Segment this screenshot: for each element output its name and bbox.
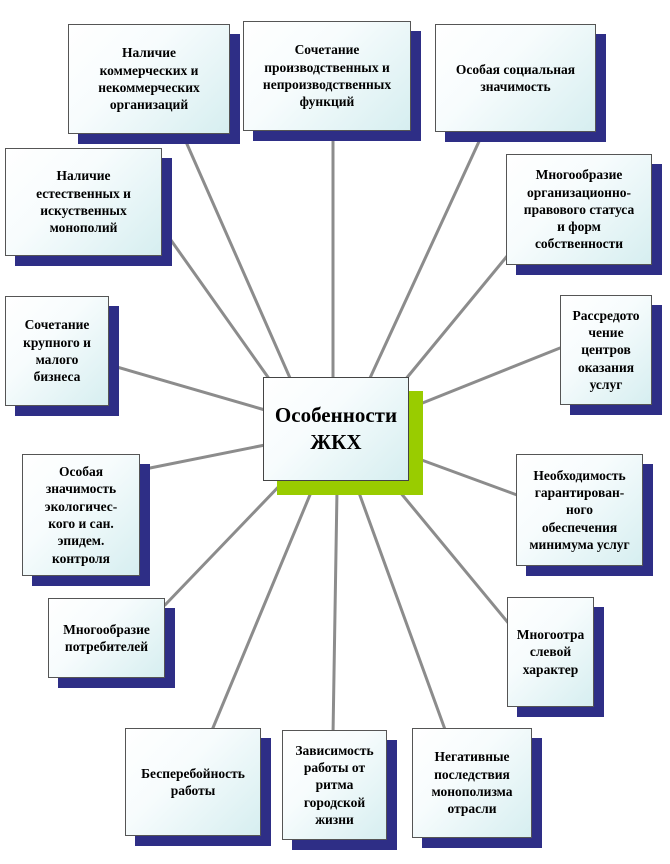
box: Сочетание крупного и малого бизнеса [5,296,109,406]
connector-n10 [163,478,287,607]
feature-label: Негативные последствия монополизма отрас… [431,749,513,817]
connector-n13 [331,488,339,737]
connector-n12 [208,488,314,737]
connector-n7 [408,346,562,410]
box: Сочетание производственных и непроизводс… [243,21,411,131]
feature-label: Многообразие организационно- правового с… [523,167,635,252]
box: Зависимость работы от ритма городской жи… [282,730,387,840]
feature-label: Особая социальная значимость [455,61,576,94]
connector-n11 [388,478,512,627]
center-node-box: Особенности ЖКХ [263,377,409,481]
connector-n14 [356,488,449,737]
box: Многоотра слевой характер [507,597,594,707]
connector-n5 [403,253,510,382]
feature-label: Сочетание крупного и малого бизнеса [23,317,91,385]
feature-label: Многоотра слевой характер [516,627,585,677]
center-label: Особенности ЖКХ [274,402,398,454]
box: Необходимость гарантирован- ного обеспеч… [516,454,643,566]
feature-label: Особая значимость экологичес- кого и сан… [44,464,118,566]
box: Многообразие потребителей [48,598,165,678]
feature-label: Необходимость гарантирован- ного обеспеч… [529,467,630,552]
box: Многообразие организационно- правового с… [506,154,652,265]
feature-label: Бесперебойность работы [141,765,245,798]
box: Наличие естественных и искуственных моно… [5,148,162,256]
feature-label: Рассредото чение центров оказания услуг [572,307,640,392]
box: Особая социальная значимость [435,24,596,132]
connector-n9 [406,453,519,497]
connector-n1 [181,133,292,380]
box: Негативные последствия монополизма отрас… [412,728,532,838]
feature-label: Сочетание производственных и непроизводс… [262,42,392,110]
feature-label: Наличие коммерческих и некоммерческих ор… [98,45,200,113]
feature-label: Зависимость работы от ритма городской жи… [295,742,374,827]
box: Рассредото чение центров оказания услуг [560,295,652,405]
box: Наличие коммерческих и некоммерческих ор… [68,24,230,134]
feature-label: Многообразие потребителей [63,621,150,654]
connector-n3 [368,133,484,380]
connector-n4 [166,234,272,382]
connector-n6 [108,363,267,412]
feature-label: Наличие естественных и искуственных моно… [36,168,131,236]
connector-n8 [138,443,267,472]
box: Бесперебойность работы [125,728,261,836]
box: Особая значимость экологичес- кого и сан… [22,454,140,576]
